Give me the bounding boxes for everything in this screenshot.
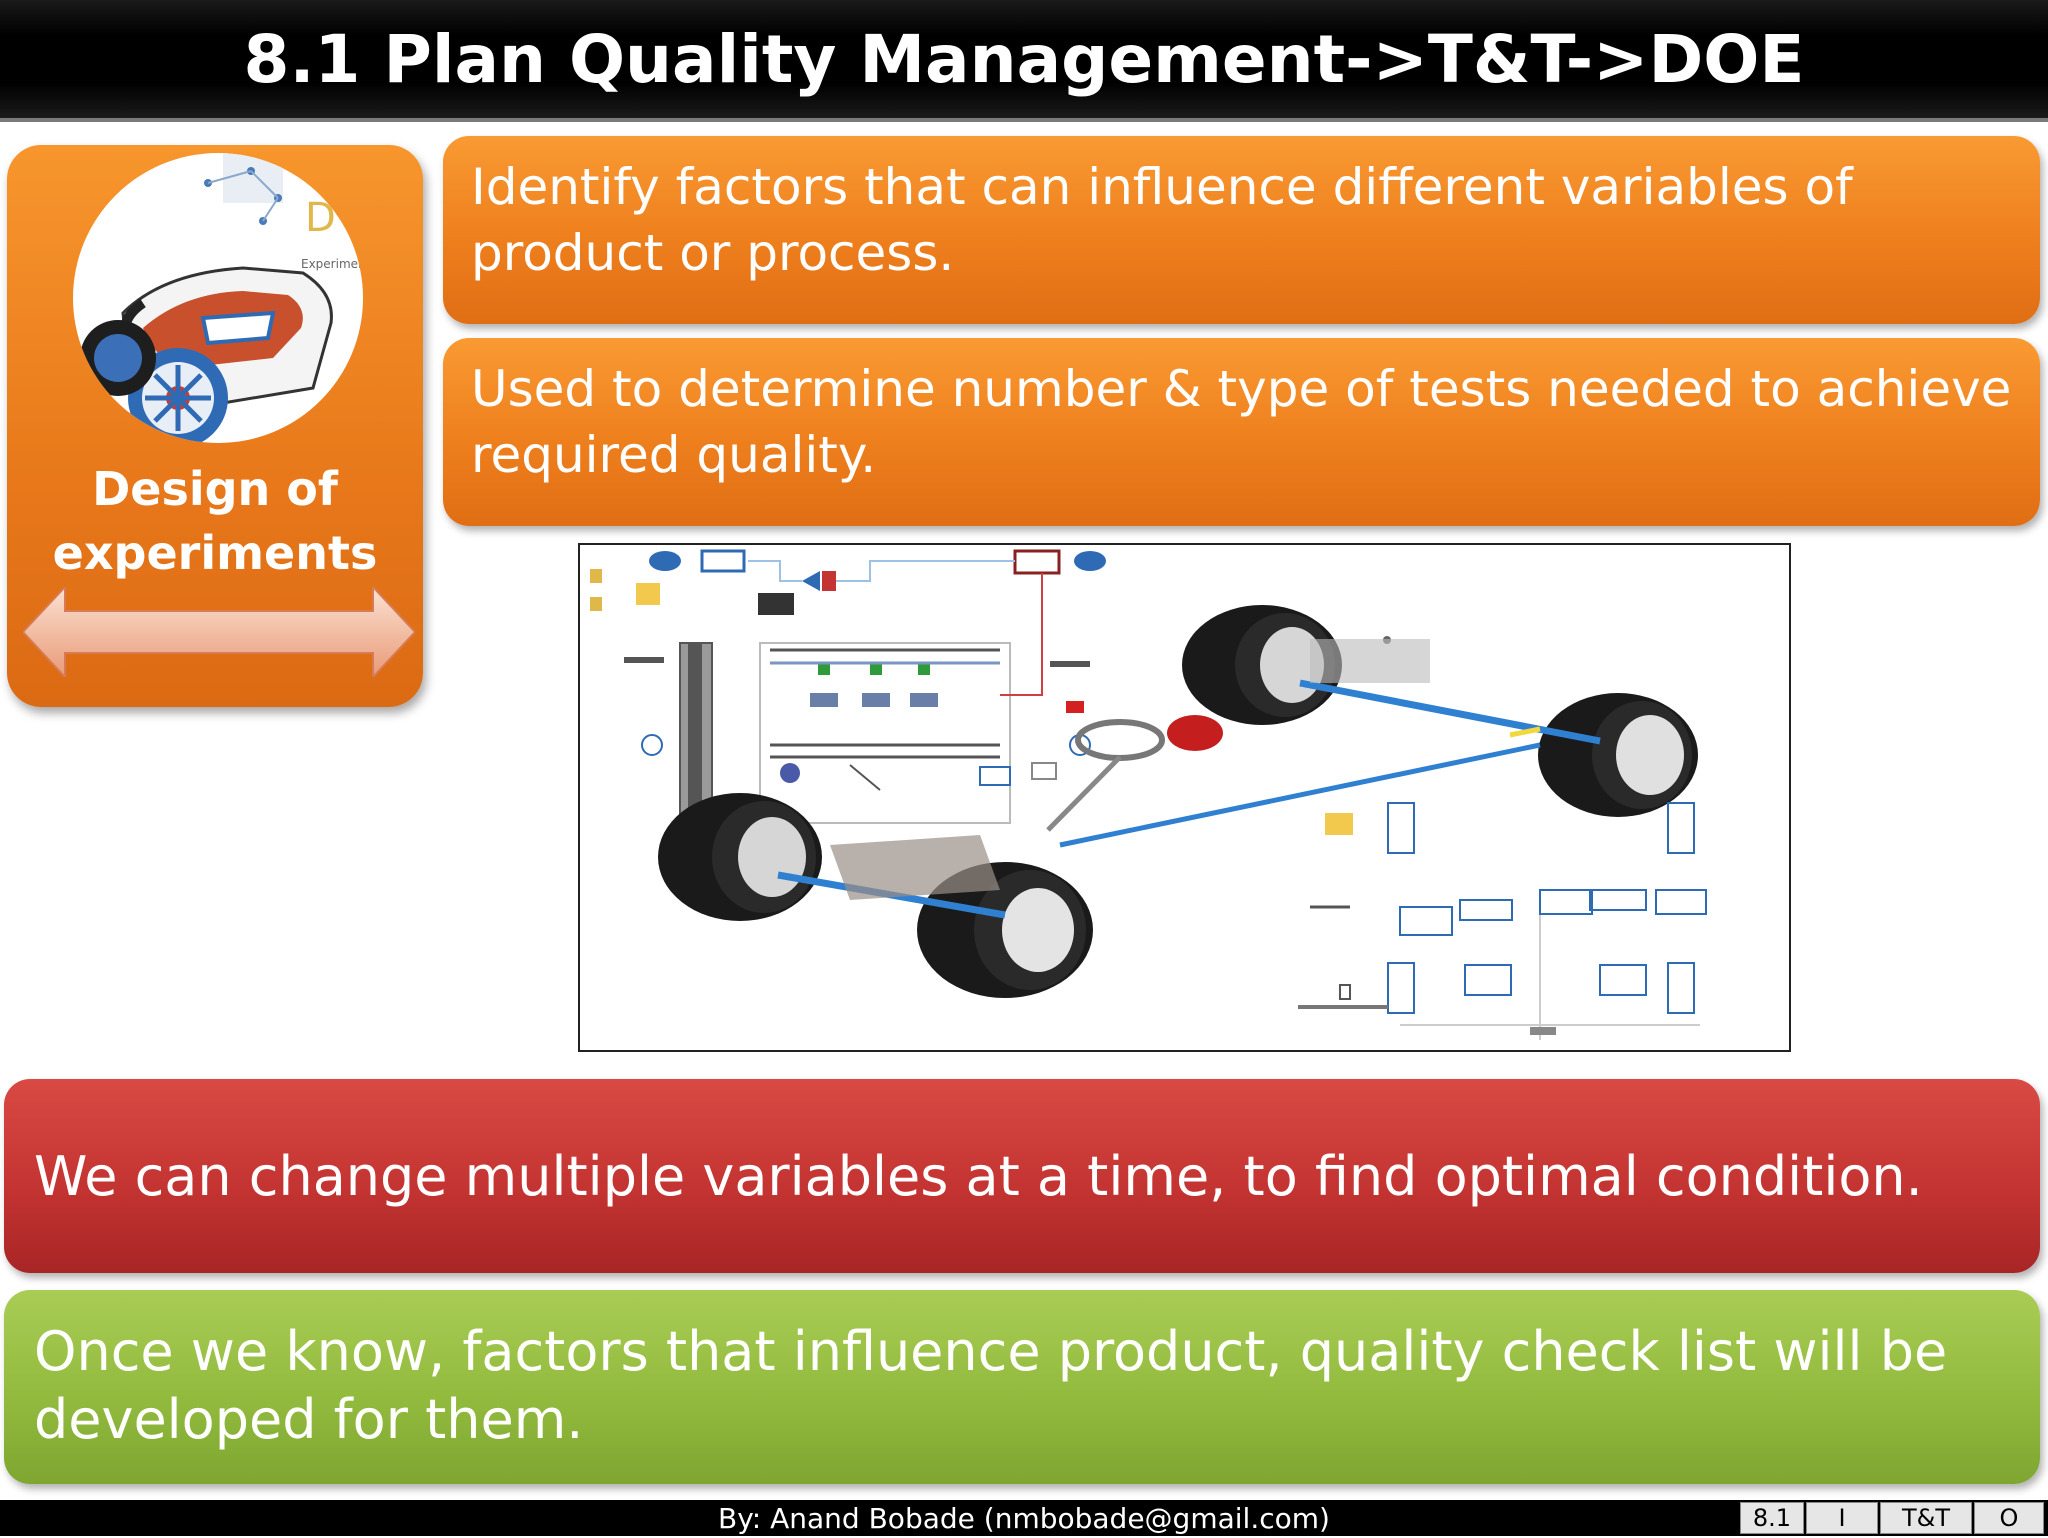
svg-text:Experimen: Experimen — [301, 257, 363, 271]
nav-button-input[interactable]: I — [1806, 1502, 1878, 1534]
vehicle-thumbnail-image: D Experimen — [73, 153, 363, 443]
highlight-text: We can change multiple variables at a ti… — [34, 1144, 1923, 1208]
nav-button-section[interactable]: 8.1 — [1740, 1502, 1804, 1534]
highlight-box: We can change multiple variables at a ti… — [4, 1079, 2040, 1273]
double-arrow-icon — [23, 587, 415, 677]
vehicle-doe-thumbnail-icon: D Experimen — [80, 153, 363, 443]
nav-button-tools[interactable]: T&T — [1880, 1502, 1972, 1534]
point-text: Identify factors that can influence diff… — [471, 158, 1853, 282]
footer-credit: By: Anand Bobade (nmbobade@gmail.com) — [718, 1502, 1330, 1535]
conclusion-box: Once we know, factors that influence pro… — [4, 1290, 2040, 1484]
footer: By: Anand Bobade (nmbobade@gmail.com) 8.… — [0, 1500, 2048, 1536]
point-box-determine-tests: Used to determine number & type of tests… — [443, 338, 2040, 526]
svg-text:D: D — [305, 195, 336, 241]
slide-title: 8.1 Plan Quality Management->T&T->DOE — [243, 20, 1805, 98]
side-panel: D Experimen Design of experiments — [7, 145, 423, 707]
nav-button-output[interactable]: O — [1974, 1502, 2044, 1534]
point-box-identify-factors: Identify factors that can influence diff… — [443, 136, 2040, 324]
conclusion-text: Once we know, factors that influence pro… — [34, 1320, 1948, 1451]
vehicle-suspension-simulation-diagram-icon — [590, 549, 1707, 1040]
side-panel-label: Design of experiments — [52, 462, 378, 580]
title-bar: 8.1 Plan Quality Management->T&T->DOE — [0, 0, 2048, 122]
vehicle-diagram-image — [578, 543, 1791, 1052]
point-text: Used to determine number & type of tests… — [471, 360, 2012, 484]
